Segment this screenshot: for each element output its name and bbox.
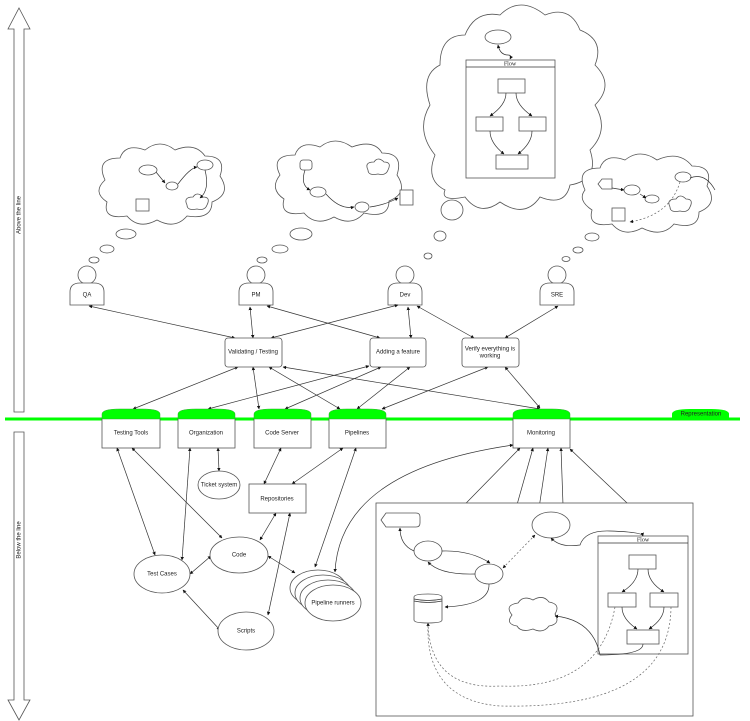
sre-thought-cloud	[561, 153, 716, 262]
dev-thought-cloud: Flow	[423, 4, 606, 260]
test-cases[interactable]: Test Cases	[133, 554, 191, 594]
activity-feature-label: Adding a feature	[376, 350, 421, 356]
above-label: Above the line	[17, 195, 23, 234]
system-monitoring[interactable]: Monitoring	[512, 408, 571, 449]
activity-adding-feature[interactable]: Adding a feature	[369, 337, 427, 368]
actor-sre-label: SRE	[551, 293, 563, 299]
monitoring-detail-panel: Flow	[375, 502, 694, 717]
test-cases-label: Test Cases	[147, 572, 177, 578]
upper-connectors	[88, 304, 559, 411]
qa-thought-cloud	[88, 143, 225, 264]
activity-verify-label-2: working	[479, 354, 501, 360]
panel-flow-title: Flow	[637, 537, 650, 543]
system-testing-tools[interactable]: Testing Tools	[101, 408, 161, 449]
runners-label: Pipeline runners	[311, 601, 354, 607]
monitoring-label: Monitoring	[527, 431, 555, 437]
organization-label: Organization	[189, 431, 223, 437]
system-pipelines[interactable]: Pipelines	[328, 408, 387, 449]
actor-qa[interactable]: QA	[69, 265, 105, 306]
code[interactable]: Code	[209, 536, 269, 574]
scripts-label: Scripts	[237, 629, 255, 635]
system-organization[interactable]: Organization	[177, 408, 236, 449]
activity-verify-label-1: Verify everything is	[465, 347, 515, 353]
system-code-server[interactable]: Code Server	[253, 408, 312, 449]
actor-pm-label: PM	[252, 293, 261, 299]
representation-label: Representation	[681, 412, 722, 418]
pipeline-runners[interactable]: Pipeline runners	[289, 569, 362, 622]
scripts[interactable]: Scripts	[217, 611, 275, 651]
dev-flow-title: Flow	[504, 61, 517, 67]
actor-qa-label: QA	[83, 293, 92, 299]
below-the-line-arrow: Below the line	[7, 431, 31, 721]
repositories-label: Repositories	[260, 497, 293, 503]
actor-pm[interactable]: PM	[238, 265, 274, 306]
ticket-label: Ticket system	[201, 483, 237, 489]
repositories[interactable]: Repositories	[248, 483, 307, 514]
activity-validating-testing[interactable]: Validating / Testing	[224, 337, 283, 368]
representation-legend: Representation	[672, 409, 729, 419]
below-label: Below the line	[17, 521, 23, 559]
pm-thought-cloud	[256, 140, 414, 264]
pipelines-label: Pipelines	[345, 431, 369, 437]
ticket-system[interactable]: Ticket system	[197, 470, 241, 500]
above-the-line-arrow: Above the line	[7, 7, 31, 413]
code-label: Code	[232, 553, 247, 559]
code-server-label: Code Server	[265, 431, 299, 437]
testing-tools-label: Testing Tools	[114, 431, 149, 437]
activity-validating-label: Validating / Testing	[228, 350, 278, 356]
actor-dev-label: Dev	[400, 293, 411, 299]
actor-sre[interactable]: SRE	[539, 265, 575, 306]
actor-dev[interactable]: Dev	[387, 265, 423, 306]
